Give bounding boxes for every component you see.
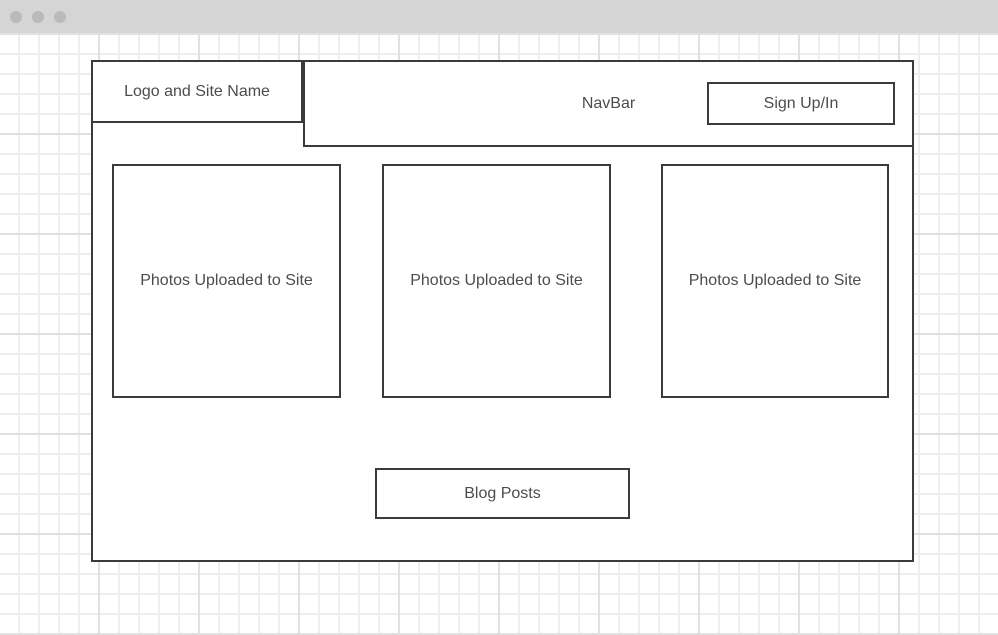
window-dot-icon: [10, 10, 22, 23]
blog-posts-box[interactable]: Blog Posts: [375, 468, 630, 519]
window-dot-icon: [54, 10, 66, 23]
window-dot-icon: [32, 10, 44, 23]
photo-placeholder-box[interactable]: Photos Uploaded to Site: [661, 164, 889, 398]
photo-placeholder-label: Photos Uploaded to Site: [140, 272, 313, 289]
photo-placeholder-box[interactable]: Photos Uploaded to Site: [382, 164, 611, 398]
navbar-label: NavBar: [581, 94, 636, 112]
browser-titlebar: [0, 0, 998, 33]
logo-site-name-box[interactable]: Logo and Site Name: [91, 60, 303, 123]
photo-placeholder-label: Photos Uploaded to Site: [410, 272, 583, 289]
sign-up-in-button[interactable]: Sign Up/In: [707, 82, 895, 125]
photo-placeholder-box[interactable]: Photos Uploaded to Site: [112, 164, 341, 398]
logo-site-name-label: Logo and Site Name: [124, 82, 270, 100]
sign-up-in-label: Sign Up/In: [763, 94, 839, 112]
blog-posts-label: Blog Posts: [464, 484, 541, 502]
photo-placeholder-label: Photos Uploaded to Site: [688, 272, 862, 289]
